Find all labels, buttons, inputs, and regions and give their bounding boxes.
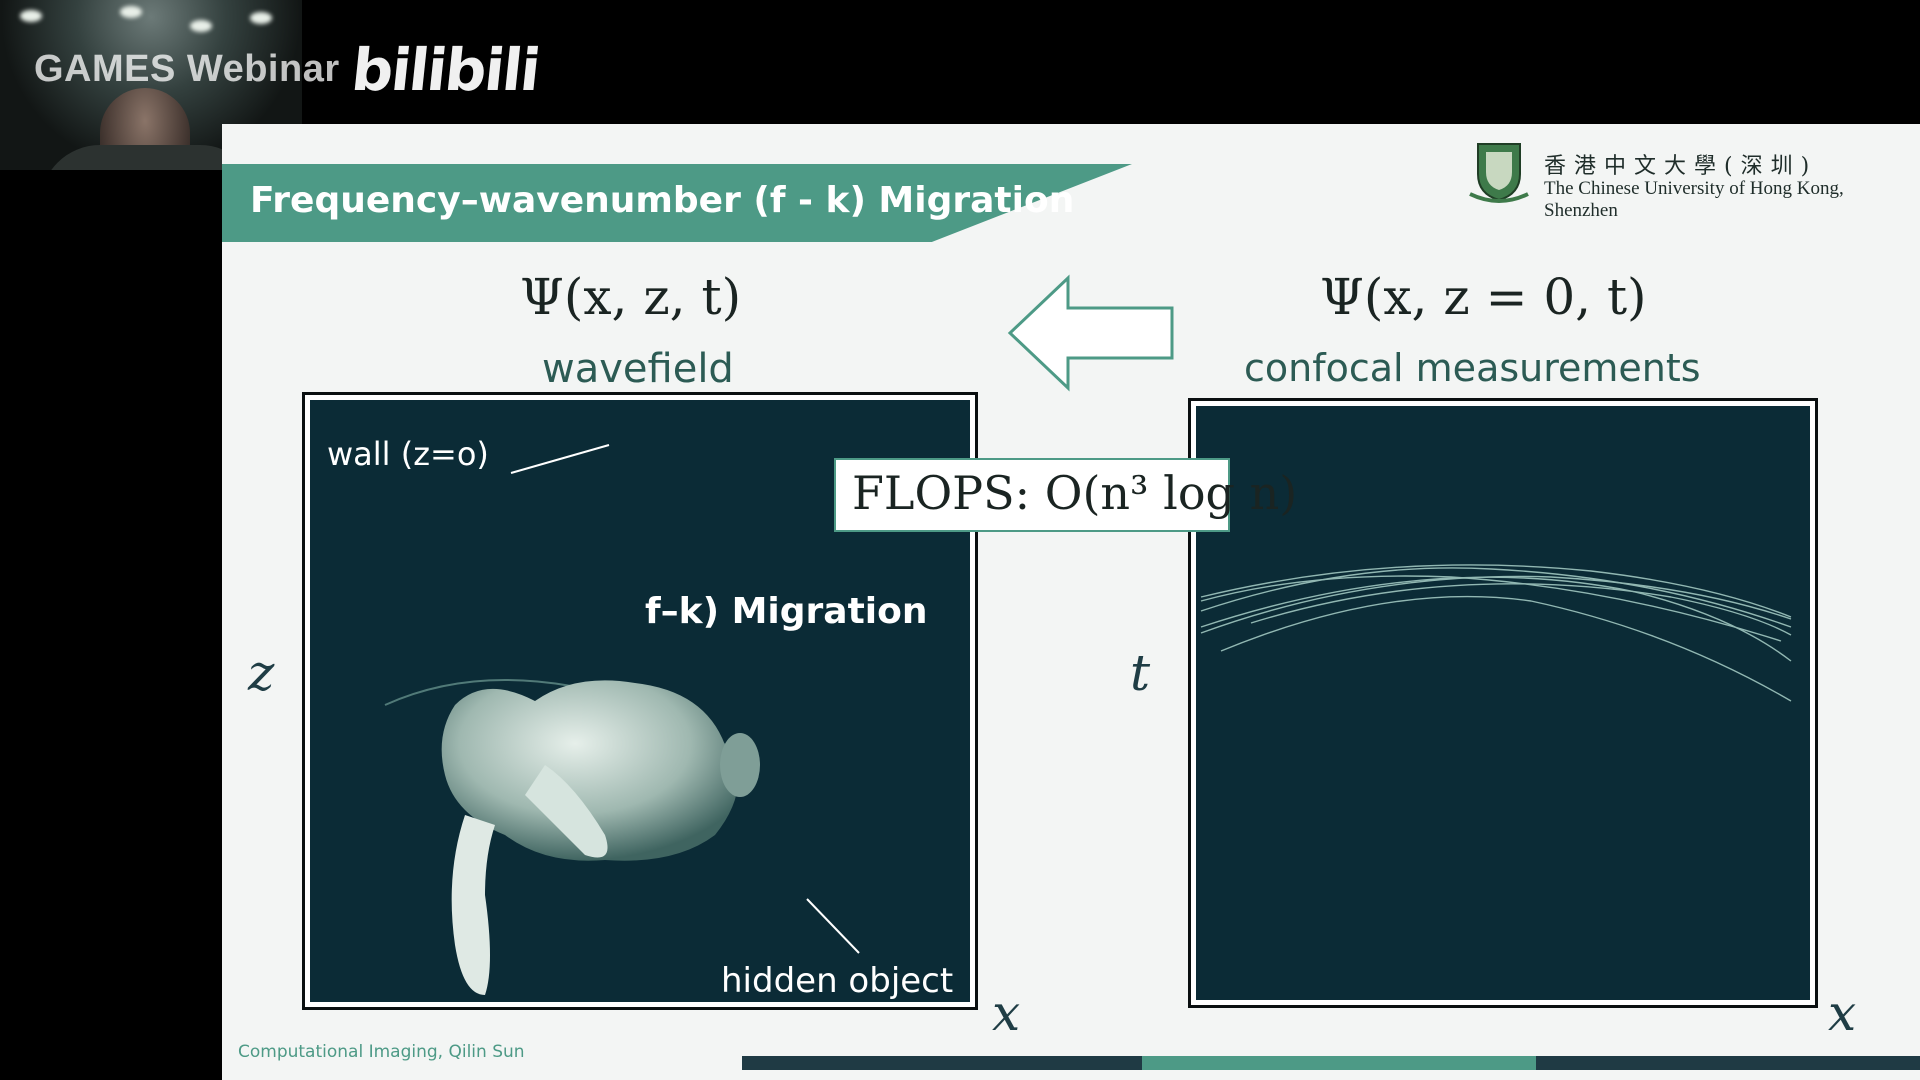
flops-complexity-text: FLOPS: O(n³ log n) (852, 466, 1298, 520)
migration-overlay-text: f–k) Migration (645, 591, 928, 632)
slide: Frequency–wavenumber (f - k) Migration 香… (222, 124, 1920, 1080)
axis-label-x-right: x (1828, 984, 1857, 1042)
caption-confocal-measurements: confocal measurements (1244, 346, 1701, 390)
hidden-object-label: hidden object (721, 961, 954, 1001)
axis-label-x-left: x (992, 984, 1021, 1042)
slide-title: Frequency–wavenumber (f - k) Migration (250, 180, 1075, 221)
axis-label-t: t (1130, 644, 1151, 702)
hidden-object-pointer-line (806, 898, 860, 954)
webcam-feed (0, 0, 302, 170)
confocal-measurements-panel (1188, 398, 1818, 1008)
axis-label-z: z (248, 644, 275, 702)
measurement-hyperbolas-image (1200, 564, 1792, 702)
left-arrow-icon (1007, 274, 1174, 392)
slide-footer: Computational Imaging, Qilin Sun (238, 1042, 525, 1062)
university-name-chinese: 香港中文大學(深圳) (1544, 154, 1818, 179)
wall-pointer-line (510, 444, 610, 474)
formula-measurements: Ψ(x, z = 0, t) (1320, 268, 1647, 326)
wall-label: wall (z=o) (327, 435, 489, 473)
university-crest-icon (1469, 143, 1529, 203)
bunny-reconstruction-image (384, 679, 760, 995)
formula-wavefield: Ψ(x, z, t) (520, 268, 742, 326)
footer-progress-bar (742, 1056, 1920, 1070)
bilibili-logo: bilibili (348, 36, 542, 104)
flops-complexity-box: FLOPS: O(n³ log n) (834, 458, 1297, 532)
games-webinar-label: GAMES Webinar (34, 48, 340, 90)
wavefield-panel: wall (z=o) f–k) Migration hidden object (302, 392, 978, 1010)
caption-wavefield: wavefield (542, 346, 734, 392)
university-name-english: The Chinese University of Hong Kong, She… (1544, 178, 1844, 221)
